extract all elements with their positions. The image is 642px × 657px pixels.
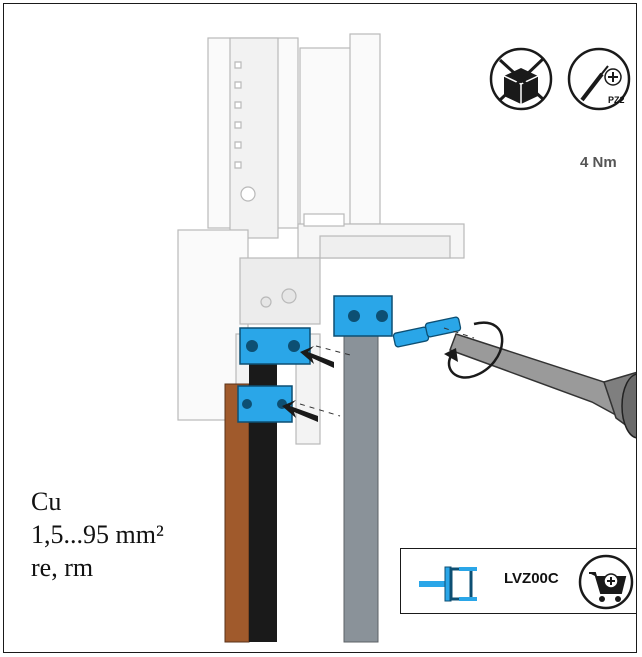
accessory-reference-code: LVZ00C [504, 570, 559, 587]
insert-arrows [282, 346, 334, 422]
terminal-cover-icon [419, 566, 477, 602]
screwdriver-icon [567, 47, 631, 111]
cable-grey [343, 321, 379, 643]
guide-lines [299, 327, 475, 417]
torque-label: 4 Nm [580, 154, 617, 171]
cross-section-label: 1,5...95 mm² [31, 520, 164, 549]
no-unboxing-icon [489, 47, 553, 111]
accessory-graphics [419, 554, 634, 610]
bit-label: PZ2 [608, 95, 625, 105]
device-housing [177, 33, 465, 445]
cart-icon [578, 554, 634, 610]
diagram-frame: Cu 1,5...95 mm² re, rm PZ2 4 Nm LV [3, 3, 637, 653]
cable-brown [224, 383, 250, 643]
installation-illustration [177, 33, 636, 643]
material-label: Cu [31, 487, 62, 516]
rotation-arrow [447, 321, 504, 379]
loose-screws [392, 316, 462, 348]
clamp-screws [242, 310, 388, 409]
conductor-types-label: re, rm [31, 553, 94, 582]
screwdriver [449, 333, 636, 439]
accessory-reference-box: LVZ00C [400, 548, 636, 614]
